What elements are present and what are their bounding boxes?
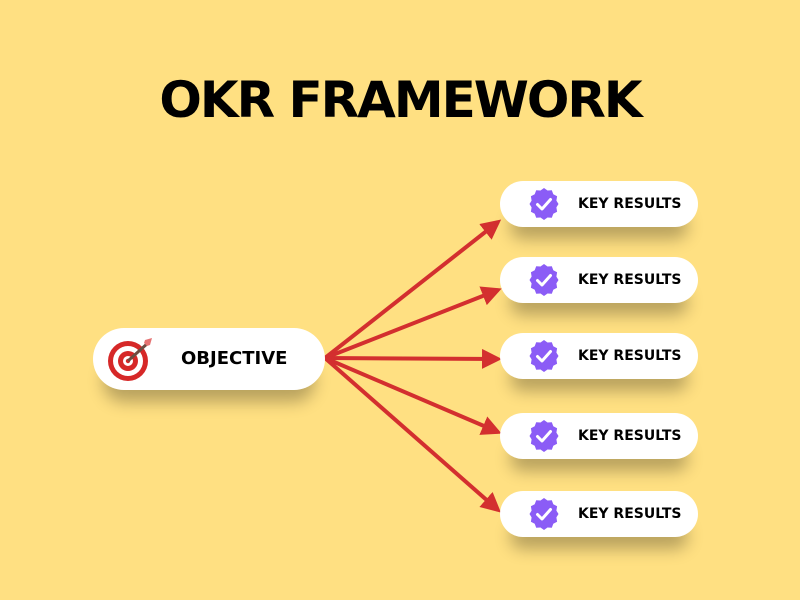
key-result-node-2: KEY RESULTS	[500, 257, 698, 303]
key-result-label: KEY RESULTS	[578, 196, 682, 212]
key-result-label: KEY RESULTS	[578, 506, 682, 522]
objective-label: OBJECTIVE	[181, 348, 288, 369]
key-result-label: KEY RESULTS	[578, 428, 682, 444]
key-result-node-1: KEY RESULTS	[500, 181, 698, 227]
arrow-to-key-result-1	[323, 219, 502, 360]
check-badge-icon	[529, 420, 559, 452]
objective-node: OBJECTIVE	[93, 328, 325, 390]
check-badge-icon	[529, 498, 559, 530]
check-badge-icon	[529, 188, 559, 220]
check-badge-icon	[529, 264, 559, 296]
arrow-to-key-result-5	[323, 356, 502, 513]
key-result-label: KEY RESULTS	[578, 272, 682, 288]
key-result-node-5: KEY RESULTS	[500, 491, 698, 537]
diagram-title: OKR FRAMEWORK	[159, 71, 642, 129]
arrow-to-key-result-3	[324, 348, 502, 369]
arrow-to-key-result-2	[324, 286, 502, 360]
target-icon	[108, 338, 152, 381]
arrow-to-key-result-4	[324, 356, 502, 435]
key-result-node-4: KEY RESULTS	[500, 413, 698, 459]
key-result-label: KEY RESULTS	[578, 348, 682, 364]
key-result-node-3: KEY RESULTS	[500, 333, 698, 379]
check-badge-icon	[529, 340, 559, 372]
